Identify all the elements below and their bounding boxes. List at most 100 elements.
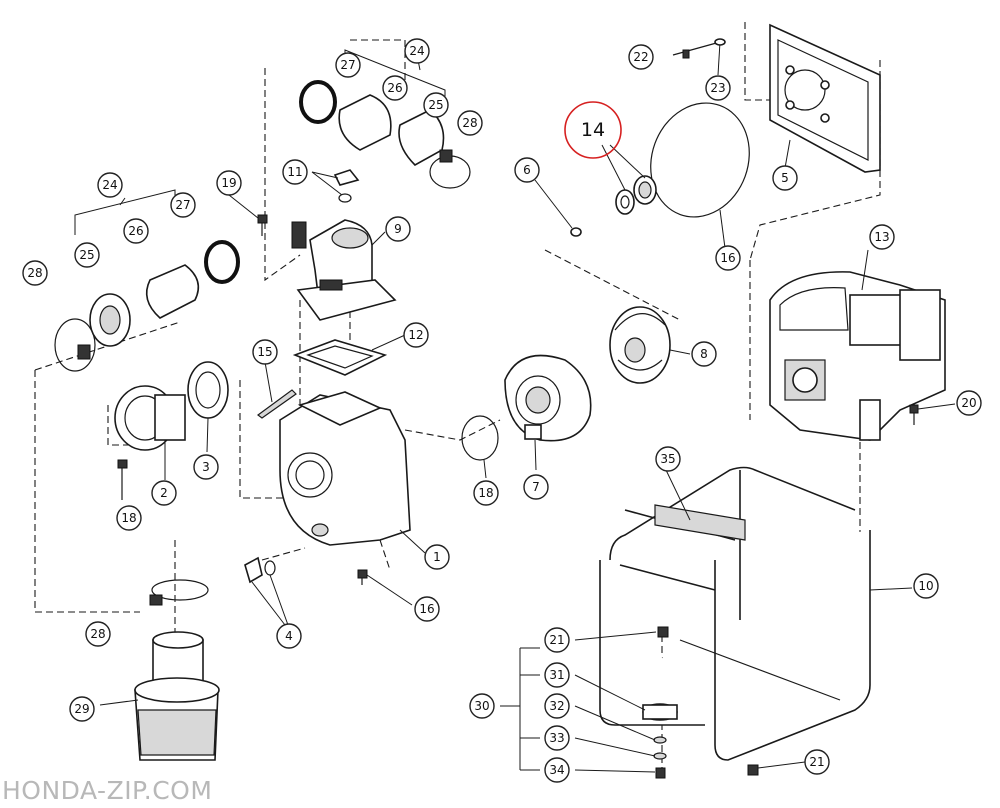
part-28-hose-clamp: [149, 579, 209, 606]
part-6-washer: [534, 179, 582, 237]
callout-27: 27: [335, 52, 361, 78]
callout-5: 5: [772, 165, 798, 191]
callout-33: 33: [544, 725, 570, 751]
callout-16: 16: [715, 245, 741, 271]
highlight-callout-14: 14: [564, 101, 622, 159]
left-hose-coupling: [54, 240, 240, 372]
part-3-gasket: [187, 361, 229, 453]
part-16-o-ring: [650, 102, 750, 249]
callout-27: 27: [170, 192, 196, 218]
callout-26: 26: [382, 75, 408, 101]
callout-label: 16: [419, 602, 434, 616]
callout-13: 13: [869, 224, 895, 250]
callout-20: 20: [956, 390, 982, 416]
part-29-strainer: [99, 631, 220, 761]
callout-label: 34: [549, 763, 564, 777]
callout-10: 10: [913, 573, 939, 599]
callout-21: 21: [544, 627, 570, 653]
part-1-pump-body: [279, 391, 426, 554]
callout-29: 29: [69, 696, 95, 722]
part-22-bolt: [672, 38, 726, 76]
callout-label: 6: [523, 163, 531, 177]
callout-label: 5: [781, 171, 789, 185]
callout-label: 26: [128, 224, 143, 238]
callout-4: 4: [276, 623, 302, 649]
callout-label: 35: [660, 452, 675, 466]
part-7-volute-case: [504, 354, 592, 471]
callout-25: 25: [423, 92, 449, 118]
callout-28: 28: [22, 260, 48, 286]
callout-34: 34: [544, 757, 570, 783]
callout-label: 26: [387, 81, 402, 95]
callout-label: 2: [160, 486, 168, 500]
callout-label: 15: [257, 345, 272, 359]
callout-label: 12: [408, 328, 423, 342]
callout-31: 31: [544, 662, 570, 688]
part-18-bolt: [117, 459, 128, 500]
upper-hose-coupling: [299, 80, 471, 189]
callout-22: 22: [628, 44, 654, 70]
callout-label: 28: [90, 627, 105, 641]
callout-label: 4: [285, 629, 293, 643]
callout-label: 28: [27, 266, 42, 280]
part-5-cover-plate: [769, 23, 881, 173]
watermark: HONDA-ZIP.COM: [2, 776, 213, 805]
callout-6: 6: [514, 157, 540, 183]
callout-18: 18: [116, 505, 142, 531]
callout-35: 35: [655, 446, 681, 472]
callout-12: 12: [403, 322, 429, 348]
callout-label: 1: [433, 550, 441, 564]
callout-label: 18: [478, 486, 493, 500]
part-14-mechanical-seal: [601, 144, 657, 215]
callout-21: 21: [804, 749, 830, 775]
callout-label: 33: [549, 731, 564, 745]
part-9-discharge-port: [291, 219, 397, 321]
callout-16: 16: [414, 596, 440, 622]
callout-label: 13: [874, 230, 889, 244]
callout-9: 9: [385, 216, 411, 242]
callout-label: 9: [394, 222, 402, 236]
part-15-gasket: [256, 361, 297, 419]
callout-label: 10: [918, 579, 933, 593]
highlight-ring: [564, 101, 622, 159]
callout-label: 27: [340, 58, 355, 72]
callout-label: 16: [720, 251, 735, 265]
part-13-engine: [769, 249, 946, 441]
part-8-impeller: [609, 306, 691, 384]
callout-label: 19: [221, 176, 236, 190]
callout-label: 28: [462, 116, 477, 130]
callout-label: 3: [202, 460, 210, 474]
callout-label: 29: [74, 702, 89, 716]
callout-label: 21: [809, 755, 824, 769]
callout-label: 24: [409, 44, 424, 58]
callout-label: 20: [961, 396, 976, 410]
part-10-frame: [599, 466, 913, 761]
callout-label: 18: [121, 511, 136, 525]
callout-11: 11: [282, 159, 308, 185]
callout-label: 7: [532, 480, 540, 494]
part-19-bolt: [228, 194, 268, 236]
part-20-bolt: [909, 403, 956, 425]
callout-label: 31: [549, 668, 564, 682]
callout-15: 15: [252, 339, 278, 365]
callout-label: 25: [428, 98, 443, 112]
highlight-label: 14: [581, 119, 605, 141]
callout-25: 25: [74, 242, 100, 268]
callout-8: 8: [691, 341, 717, 367]
callout-28: 28: [457, 110, 483, 136]
callout-30: 30: [469, 693, 495, 719]
callout-28: 28: [85, 621, 111, 647]
part-11-cap: [311, 169, 360, 203]
callout-label: 32: [549, 699, 564, 713]
callout-7: 7: [523, 474, 549, 500]
callout-label: 24: [102, 178, 117, 192]
callout-32: 32: [544, 693, 570, 719]
callout-18: 18: [473, 480, 499, 506]
part-12-gasket: [292, 334, 406, 376]
callout-label: 21: [549, 633, 564, 647]
callout-19: 19: [216, 170, 242, 196]
callout-label: 11: [287, 165, 302, 179]
callout-26: 26: [123, 218, 149, 244]
callout-label: 27: [175, 198, 190, 212]
